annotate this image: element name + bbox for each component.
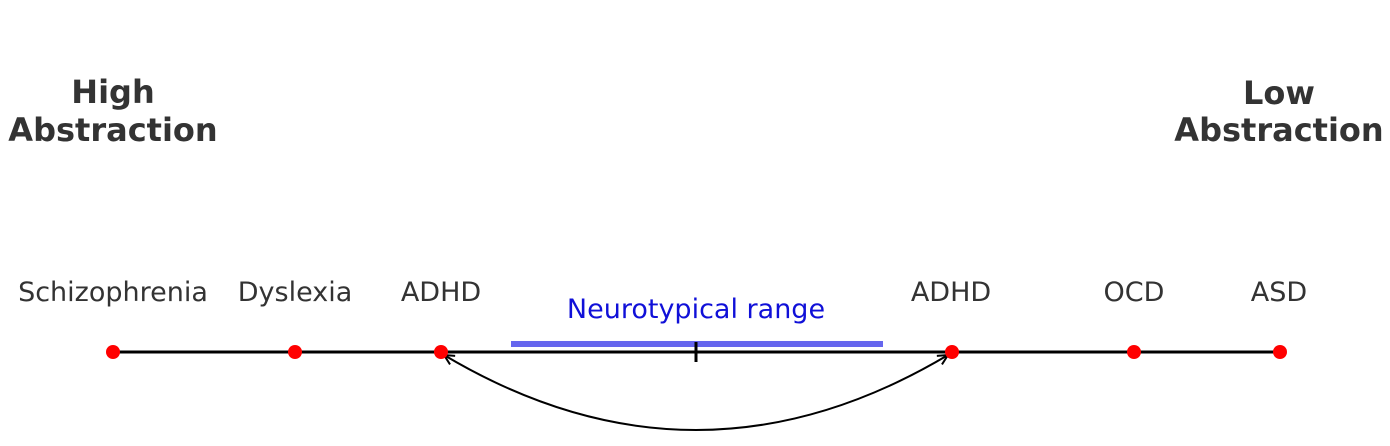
neurotypical-range-label: Neurotypical range <box>567 294 825 325</box>
left-pole-heading-line1: High <box>71 73 154 111</box>
right-pole-heading-line2: Abstraction <box>1174 111 1383 149</box>
condition-label-ocd: OCD <box>1104 277 1165 308</box>
marker-dyslexia <box>288 345 302 359</box>
right-pole-heading-line1: Low <box>1243 74 1315 112</box>
marker-adhd-left <box>434 345 448 359</box>
marker-schizophrenia <box>106 345 120 359</box>
marker-asd <box>1273 345 1287 359</box>
condition-label-adhd-right: ADHD <box>911 277 991 308</box>
condition-label-dyslexia: Dyslexia <box>238 277 353 308</box>
condition-label-schizophrenia: Schizophrenia <box>18 277 208 308</box>
condition-label-asd: ASD <box>1251 277 1307 308</box>
marker-ocd <box>1127 345 1141 359</box>
condition-label-adhd-left: ADHD <box>401 277 481 308</box>
marker-adhd-right <box>945 345 959 359</box>
left-pole-heading-line2: Abstraction <box>8 111 217 149</box>
adhd-link-arrow <box>444 355 948 431</box>
